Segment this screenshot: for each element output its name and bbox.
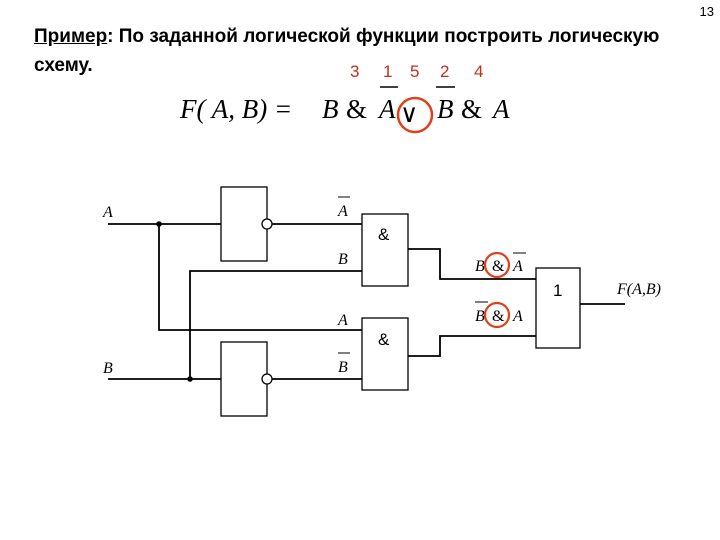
wire-and2-out xyxy=(408,335,536,357)
and-gate-1-symbol: & xyxy=(378,225,390,244)
gate-symbols: & & 1 xyxy=(378,225,562,349)
formula-a2: A xyxy=(491,94,510,124)
wires xyxy=(108,223,625,380)
label-and2-out-amp: & xyxy=(492,308,505,325)
or-highlight-circle xyxy=(396,96,434,134)
step-number-2: 1 xyxy=(383,62,392,81)
not-gate-b-bubble xyxy=(261,373,273,385)
page-number: 13 xyxy=(699,4,714,19)
and-gate-1 xyxy=(361,213,409,287)
label-and2-out-b: B xyxy=(475,308,485,325)
task-label: Пример xyxy=(34,26,108,47)
negation-overlines xyxy=(338,196,526,354)
step-number-3: 5 xyxy=(410,62,419,81)
and2-highlight-circle xyxy=(483,301,511,329)
formula: F( A, B) = B & A ∨ B & A xyxy=(179,94,510,128)
junction-b xyxy=(187,376,193,382)
formula-or: ∨ xyxy=(400,101,418,128)
step-number-1: 3 xyxy=(350,62,359,81)
label-and2-in-a: A xyxy=(337,312,348,329)
formula-a1: A xyxy=(377,94,396,124)
label-input-a: A xyxy=(102,204,113,221)
label-not-b-out: B xyxy=(338,359,348,376)
label-and1-out-a: A xyxy=(512,258,523,275)
formula-lhs: F( A, B) = xyxy=(179,94,292,124)
label-and1-out-amp: & xyxy=(492,258,505,275)
label-and2-out-a: A xyxy=(512,308,523,325)
label-not-a-out: A xyxy=(337,203,348,220)
formula-amp1: & xyxy=(346,94,367,124)
not-gate-b xyxy=(220,341,268,417)
and-gate-2 xyxy=(361,317,409,391)
and1-highlight-circle xyxy=(483,251,511,279)
step-number-5: 4 xyxy=(474,62,483,81)
gates xyxy=(220,186,581,417)
formula-amp2: & xyxy=(461,94,482,124)
junction-a xyxy=(156,221,162,227)
formula-b1: B xyxy=(322,94,339,124)
label-and1-out-b: B xyxy=(475,258,485,275)
wire-a-to-and2 xyxy=(158,224,362,331)
or-gate xyxy=(535,267,581,349)
wire-b-to-and1 xyxy=(189,270,362,379)
or-gate-symbol: 1 xyxy=(553,281,562,300)
wire-and1-out xyxy=(408,248,536,280)
and-gate-2-symbol: & xyxy=(378,330,390,349)
label-input-b: B xyxy=(103,360,113,377)
not-gate-a xyxy=(220,186,268,262)
not-gate-a-bubble xyxy=(261,218,273,230)
signal-labels: A B A B B A B & A B & A F(A,B) xyxy=(102,203,661,377)
label-output: F(A,B) xyxy=(616,281,661,298)
step-numbers: 3 1 5 2 4 xyxy=(350,62,483,81)
formula-b2: B xyxy=(437,94,454,124)
step-number-4: 2 xyxy=(440,62,449,81)
label-and1-in-b: B xyxy=(338,251,348,268)
task-text: : По заданной логической функции построи… xyxy=(34,26,660,76)
task-statement: Пример: По заданной логической функции п… xyxy=(34,22,714,80)
